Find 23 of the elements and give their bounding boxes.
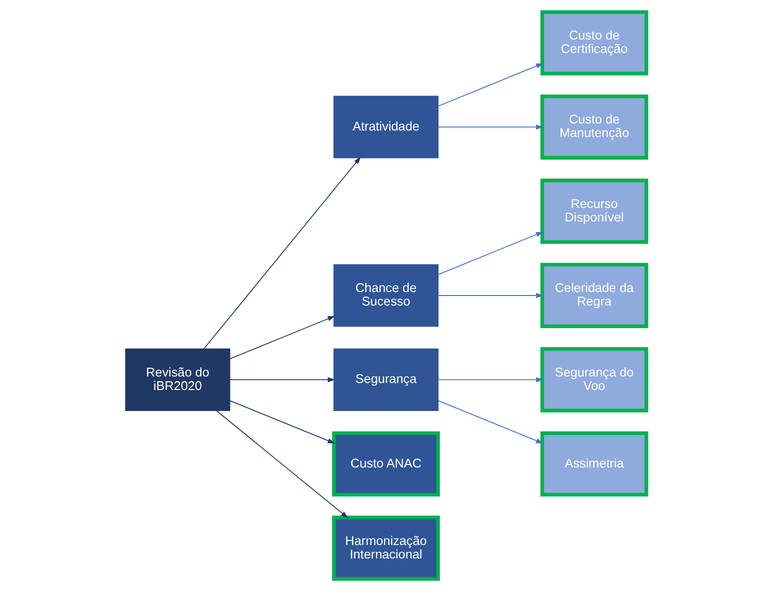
arrow (437, 292, 543, 298)
node-box: Custo de Certificação (540, 10, 648, 76)
arrow (437, 377, 543, 382)
arrow (228, 377, 335, 382)
node-box: Custo de Manutenção (540, 94, 648, 160)
arrow (202, 156, 360, 350)
node-box: Assimetria (540, 431, 648, 497)
node-box: Celeridade da Regra (540, 262, 648, 328)
arrow (228, 400, 334, 444)
node-box: Segurança (332, 348, 438, 411)
node-box: Custo ANAC (332, 431, 440, 497)
arrow (437, 124, 543, 130)
arrow (437, 400, 543, 444)
node-box: Recurso Disponível (540, 178, 648, 244)
arrow (216, 410, 348, 518)
arrow (437, 63, 543, 107)
node-box: Harmonização Internacional (332, 516, 440, 581)
arrow (228, 316, 334, 360)
node-box: Revisão do iBR2020 (124, 348, 230, 411)
node-box: Chance de Sucesso (332, 264, 438, 327)
arrow (437, 232, 543, 276)
node-box: Segurança do Voo (540, 347, 648, 412)
node-box: Atratividade (332, 96, 438, 158)
